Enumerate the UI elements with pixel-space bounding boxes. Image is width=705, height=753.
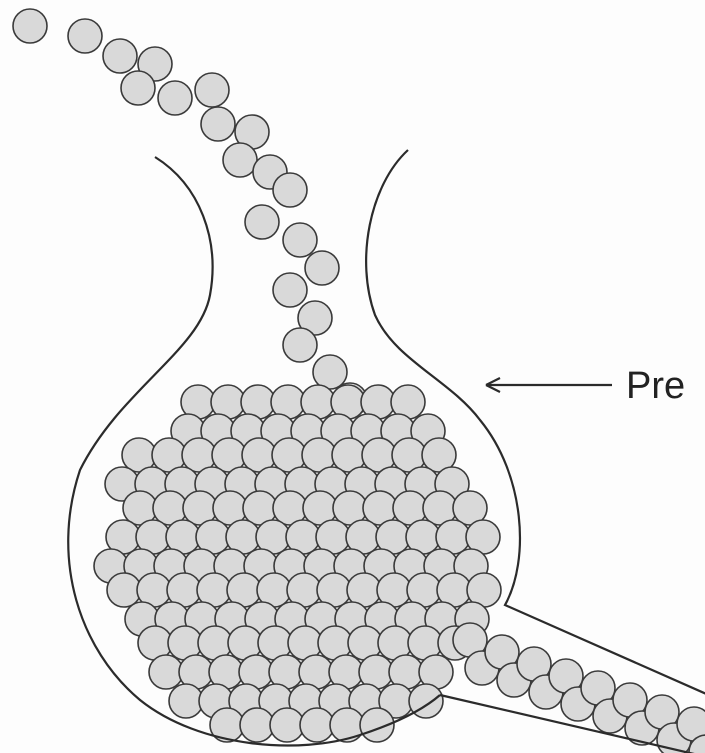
- diagram-label: Pre: [626, 365, 685, 407]
- particle: [270, 708, 304, 742]
- particle: [300, 708, 334, 742]
- particle: [245, 205, 279, 239]
- particle: [103, 39, 137, 73]
- particle: [283, 328, 317, 362]
- particle: [13, 9, 47, 43]
- particle: [283, 223, 317, 257]
- particle-group: [13, 9, 705, 753]
- particle: [313, 355, 347, 389]
- particle: [201, 107, 235, 141]
- particle: [158, 81, 192, 115]
- particle: [149, 655, 183, 689]
- particle: [107, 573, 141, 607]
- particle: [223, 143, 257, 177]
- particle: [169, 684, 203, 718]
- particle: [121, 71, 155, 105]
- particle: [240, 708, 274, 742]
- particle: [305, 251, 339, 285]
- pointer-arrow: [486, 378, 612, 392]
- particle: [195, 73, 229, 107]
- particle: [330, 708, 364, 742]
- particle: [273, 273, 307, 307]
- particle: [68, 19, 102, 53]
- particle: [273, 173, 307, 207]
